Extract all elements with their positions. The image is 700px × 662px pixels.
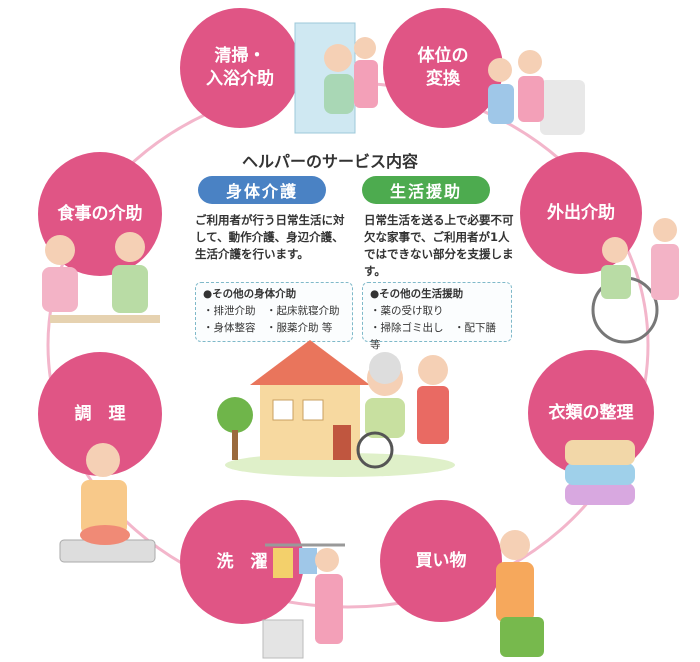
service-bathing-circle: 清掃・ 入浴介助 [180, 8, 300, 128]
daily-support-description: 日常生活を送る上で必要不可欠な家事で、ご利用者が1人ではできない部分を支援します… [364, 213, 514, 278]
house-illustration [217, 340, 455, 477]
physical-care-other-item: ・身体整容 ・服薬介助 等 [203, 322, 333, 334]
physical-care-description: ご利用者が行う日常生活に対して、動作介護、身辺介護、生活介護を行います。 [195, 213, 345, 261]
physical-care-other-box: ●その他の身体介助 ・排泄介助 ・起床就寝介助 ・身体整容 ・服薬介助 等 [195, 282, 353, 342]
daily-support-tag: 生活援助 [362, 176, 490, 204]
physical-care-other-item: ・排泄介助 ・起床就寝介助 [203, 305, 340, 317]
page-title: ヘルパーのサービス内容 [241, 152, 418, 171]
repositioning-illustration [488, 50, 585, 135]
outing-illustration [591, 218, 679, 344]
clothing-illustration [565, 440, 635, 505]
daily-support-other-box: ●その他の生活援助 ・薬の受け取り ・掃除ゴミ出し ・配下膳 等 [362, 282, 512, 351]
daily-support-other-heading: ●その他の生活援助 [370, 288, 464, 300]
laundry-illustration [262, 543, 345, 659]
bathing-illustration [294, 22, 378, 134]
physical-care-tag: 身体介護 [198, 176, 326, 204]
service-shopping-circle: 買い物 [380, 500, 502, 622]
meal-assist-illustration [42, 232, 160, 323]
daily-support-other-item: ・薬の受け取り [370, 305, 444, 317]
cooking-illustration [59, 443, 156, 563]
physical-care-other-heading: ●その他の身体介助 [203, 288, 297, 300]
shopping-illustration [496, 530, 544, 657]
service-repositioning-circle: 体位の 変換 [383, 8, 503, 128]
daily-support-other-item: ・掃除ゴミ出し ・配下膳 等 [370, 322, 496, 351]
